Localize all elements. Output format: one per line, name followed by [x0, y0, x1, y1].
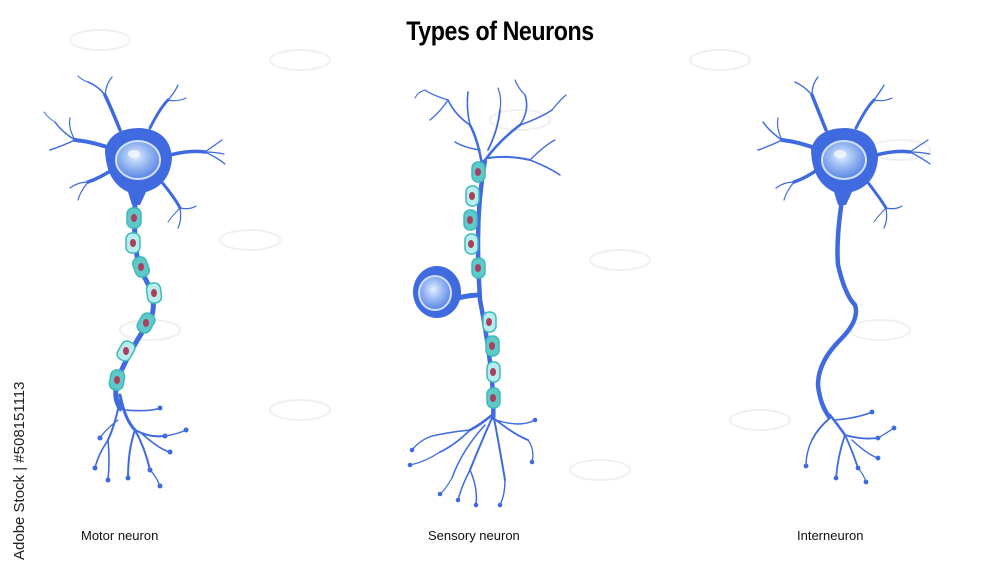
stock-credit-text: Adobe Stock | #508151113	[11, 381, 28, 560]
interneuron-nucleus	[821, 140, 867, 180]
sensory-dendrites	[414, 79, 567, 176]
interneuron-axon-terminals	[805, 411, 895, 483]
motor-dendrites	[43, 75, 226, 229]
sensory-neuron-label: Sensory neuron	[428, 528, 520, 543]
motor-terminal-buttons	[92, 405, 189, 489]
interneuron-terminal-buttons	[803, 409, 897, 485]
sensory-schwann-nuclei	[467, 168, 496, 402]
motor-neuron-label: Motor neuron	[81, 528, 159, 543]
interneuron	[757, 76, 931, 485]
motor-axon-terminals	[94, 393, 187, 487]
motor-neuron	[43, 75, 226, 489]
title: Types of Neurons	[406, 16, 594, 46]
sensory-axon-terminals	[409, 413, 536, 506]
sensory-terminal-buttons	[407, 417, 538, 508]
motor-schwann-nuclei	[114, 214, 157, 384]
sensory-nucleus	[418, 275, 452, 311]
sensory-neuron	[407, 79, 567, 508]
interneuron-label: Interneuron	[797, 528, 864, 543]
sensory-soma-stalk	[457, 292, 481, 301]
motor-myelin	[108, 207, 163, 391]
interneuron-axon	[815, 199, 859, 420]
motor-nucleus	[115, 140, 161, 180]
interneuron-dendrites	[757, 76, 931, 229]
stock-credit: Adobe Stock | #508151113	[9, 330, 33, 560]
